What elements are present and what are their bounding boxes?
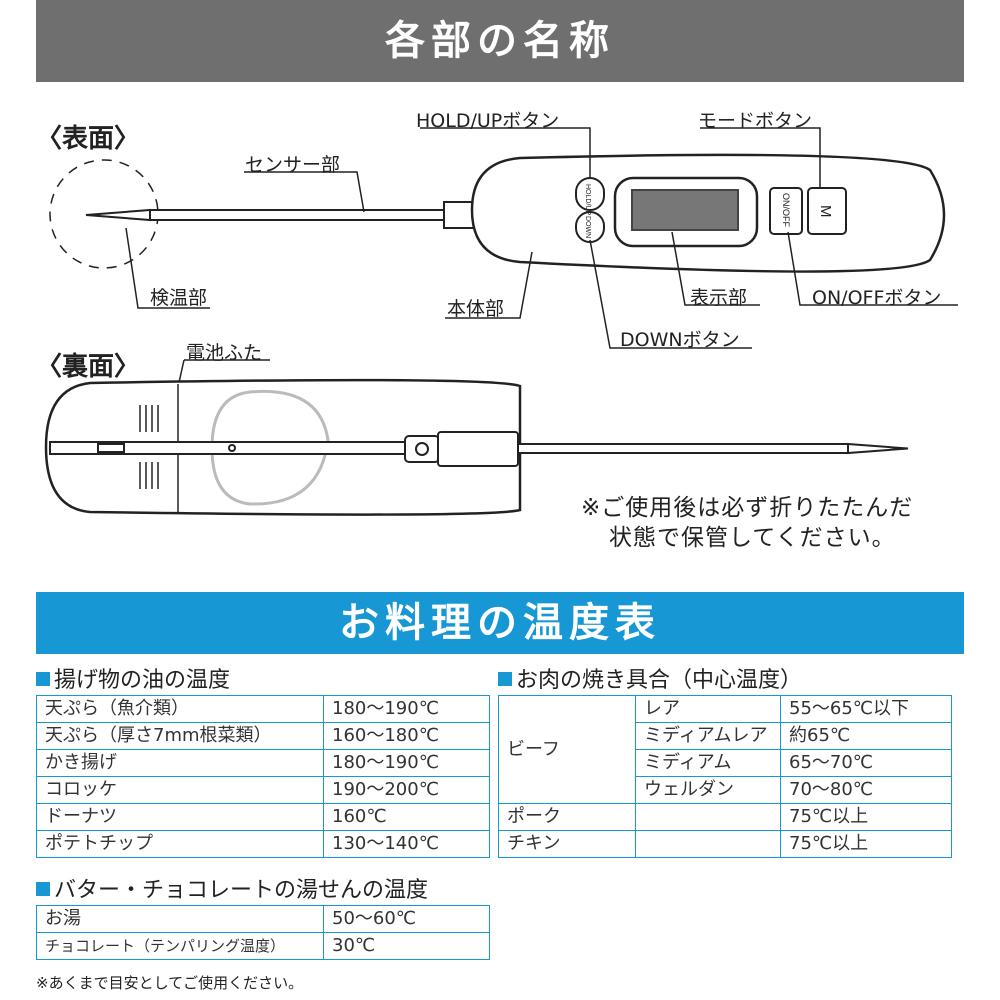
meat-title-text: お肉の焼き具合（中心温度） [516,668,803,693]
section-marker [36,882,50,896]
leader-lines [125,127,958,433]
oil-section-title: 揚げ物の油の温度 [36,662,230,694]
oil-item: 天ぷら（厚さ7mm根菜類） [36,722,324,750]
section-marker [498,672,512,686]
m-key-text: M [817,205,834,218]
meat-temp: 75℃以上 [780,803,952,831]
display-label: 表示部 [690,287,748,309]
table-row: 天ぷら（厚さ7mm根菜類）160〜180℃ [36,722,490,750]
doneness: レア [635,695,781,723]
oil-temp: 160〜180℃ [323,722,490,750]
oil-temp: 180〜190℃ [323,695,490,723]
storage-note-line1: ※ご使用後は必ず折りたたんだ [581,495,914,521]
oil-item: かき揚げ [36,749,324,777]
display-frame [613,176,759,248]
oil-item: ドーナツ [36,803,324,831]
battery-cover-label: 電池ふた [186,342,263,364]
hold-up-button-label: HOLD/UPボタン [416,110,560,132]
down-button-label: DOWNボタン [620,329,740,351]
pivot-hole [228,444,236,452]
sensor-rod [149,209,446,221]
choco-temp: 50〜60℃ [323,905,490,933]
table-row: チキン 75℃以上 [498,830,952,858]
oil-temp: 180〜190℃ [323,749,490,777]
back-sensor-rod [517,443,849,454]
table-row: ポーク 75℃以上 [498,803,952,831]
hinge-screw [415,442,429,456]
onoff-key-text: ON/OFF [781,193,791,227]
on-off-button-label: ON/OFFボタン [812,287,942,309]
back-hinge-block [437,431,519,467]
meat-temp: 75℃以上 [780,830,952,858]
temperature-banner: お料理の温度表 [36,592,964,654]
beef-cell: ビーフ [498,695,636,804]
body-label: 本体部 [447,298,505,320]
choco-item: チョコレート（テンパリング温度） [36,932,324,960]
empty-cell [635,830,781,858]
meat-doneness-table: ビーフ レア 55〜65℃以下 ミディアムレア 約65℃ ミディアム 65〜70… [498,695,952,858]
oil-item: ポテトチップ [36,830,324,858]
oil-temp: 130〜140℃ [323,830,490,858]
doneness: ミディアムレア [635,722,781,750]
down-key-text: DOWN [584,216,591,238]
meat-temp: 70〜80℃ [780,776,952,804]
section-marker [36,672,50,686]
back-hinge-plate [404,435,440,463]
back-side-label: 〈裏面〉 [36,352,141,382]
back-probe-tip [847,442,909,455]
hold-key-text: HOLD/UP [584,184,591,215]
on-off-button-shape [769,187,803,235]
back-view [44,378,909,516]
oil-temp: 190〜200℃ [323,776,490,804]
table-row: 天ぷら（魚介類）180〜190℃ [36,695,490,723]
front-side-label: 〈表面〉 [36,124,141,154]
choco-temp: 30℃ [323,932,490,960]
empty-cell [635,803,781,831]
parts-banner: 各部の名称 [36,0,964,82]
doneness: ウェルダン [635,776,781,804]
oil-temp: 160℃ [323,803,490,831]
choco-title-text: バター・チョコレートの湯せんの温度 [54,878,429,903]
back-display-outline [210,389,330,506]
thermometer-diagram: HOLD/UP DOWN ON/OFF M [44,127,958,516]
chicken-cell: チキン [498,830,636,858]
grip-ridges [139,405,159,489]
oil-temperature-table: 天ぷら（魚介類）180〜190℃ 天ぷら（厚さ7mm根菜類）160〜180℃ か… [36,695,490,858]
sensor-label: センサー部 [245,154,341,176]
table-row: チョコレート（テンパリング温度）30℃ [36,932,490,960]
probe-tip [85,208,151,222]
display-screen [631,189,739,231]
probe-slot [97,443,125,453]
choco-section-title: バター・チョコレートの湯せんの温度 [36,872,428,904]
probe-tip-label: 検温部 [150,287,208,309]
pork-cell: ポーク [498,803,636,831]
mode-button-label: モードボタン [698,110,813,132]
meat-section-title: お肉の焼き具合（中心温度） [498,662,802,694]
meat-temp: 55〜65℃以下 [780,695,952,723]
footnote: ※あくまで目安としてご使用ください。 [36,974,304,992]
m-button-shape [807,187,847,235]
storage-note-line2: 状態で保管してください。 [609,525,896,551]
meat-temp: 約65℃ [780,722,952,750]
doneness: ミディアム [635,749,781,777]
oil-item: 天ぷら（魚介類） [36,695,324,723]
choco-item: お湯 [36,905,324,933]
meat-temp: 65〜70℃ [780,749,952,777]
oil-item: コロッケ [36,776,324,804]
table-row: ビーフ レア 55〜65℃以下 [498,695,952,804]
table-row: ミディアム 65〜70℃ [499,749,952,777]
front-view [49,153,946,273]
oil-title-text: 揚げ物の油の温度 [54,668,231,693]
